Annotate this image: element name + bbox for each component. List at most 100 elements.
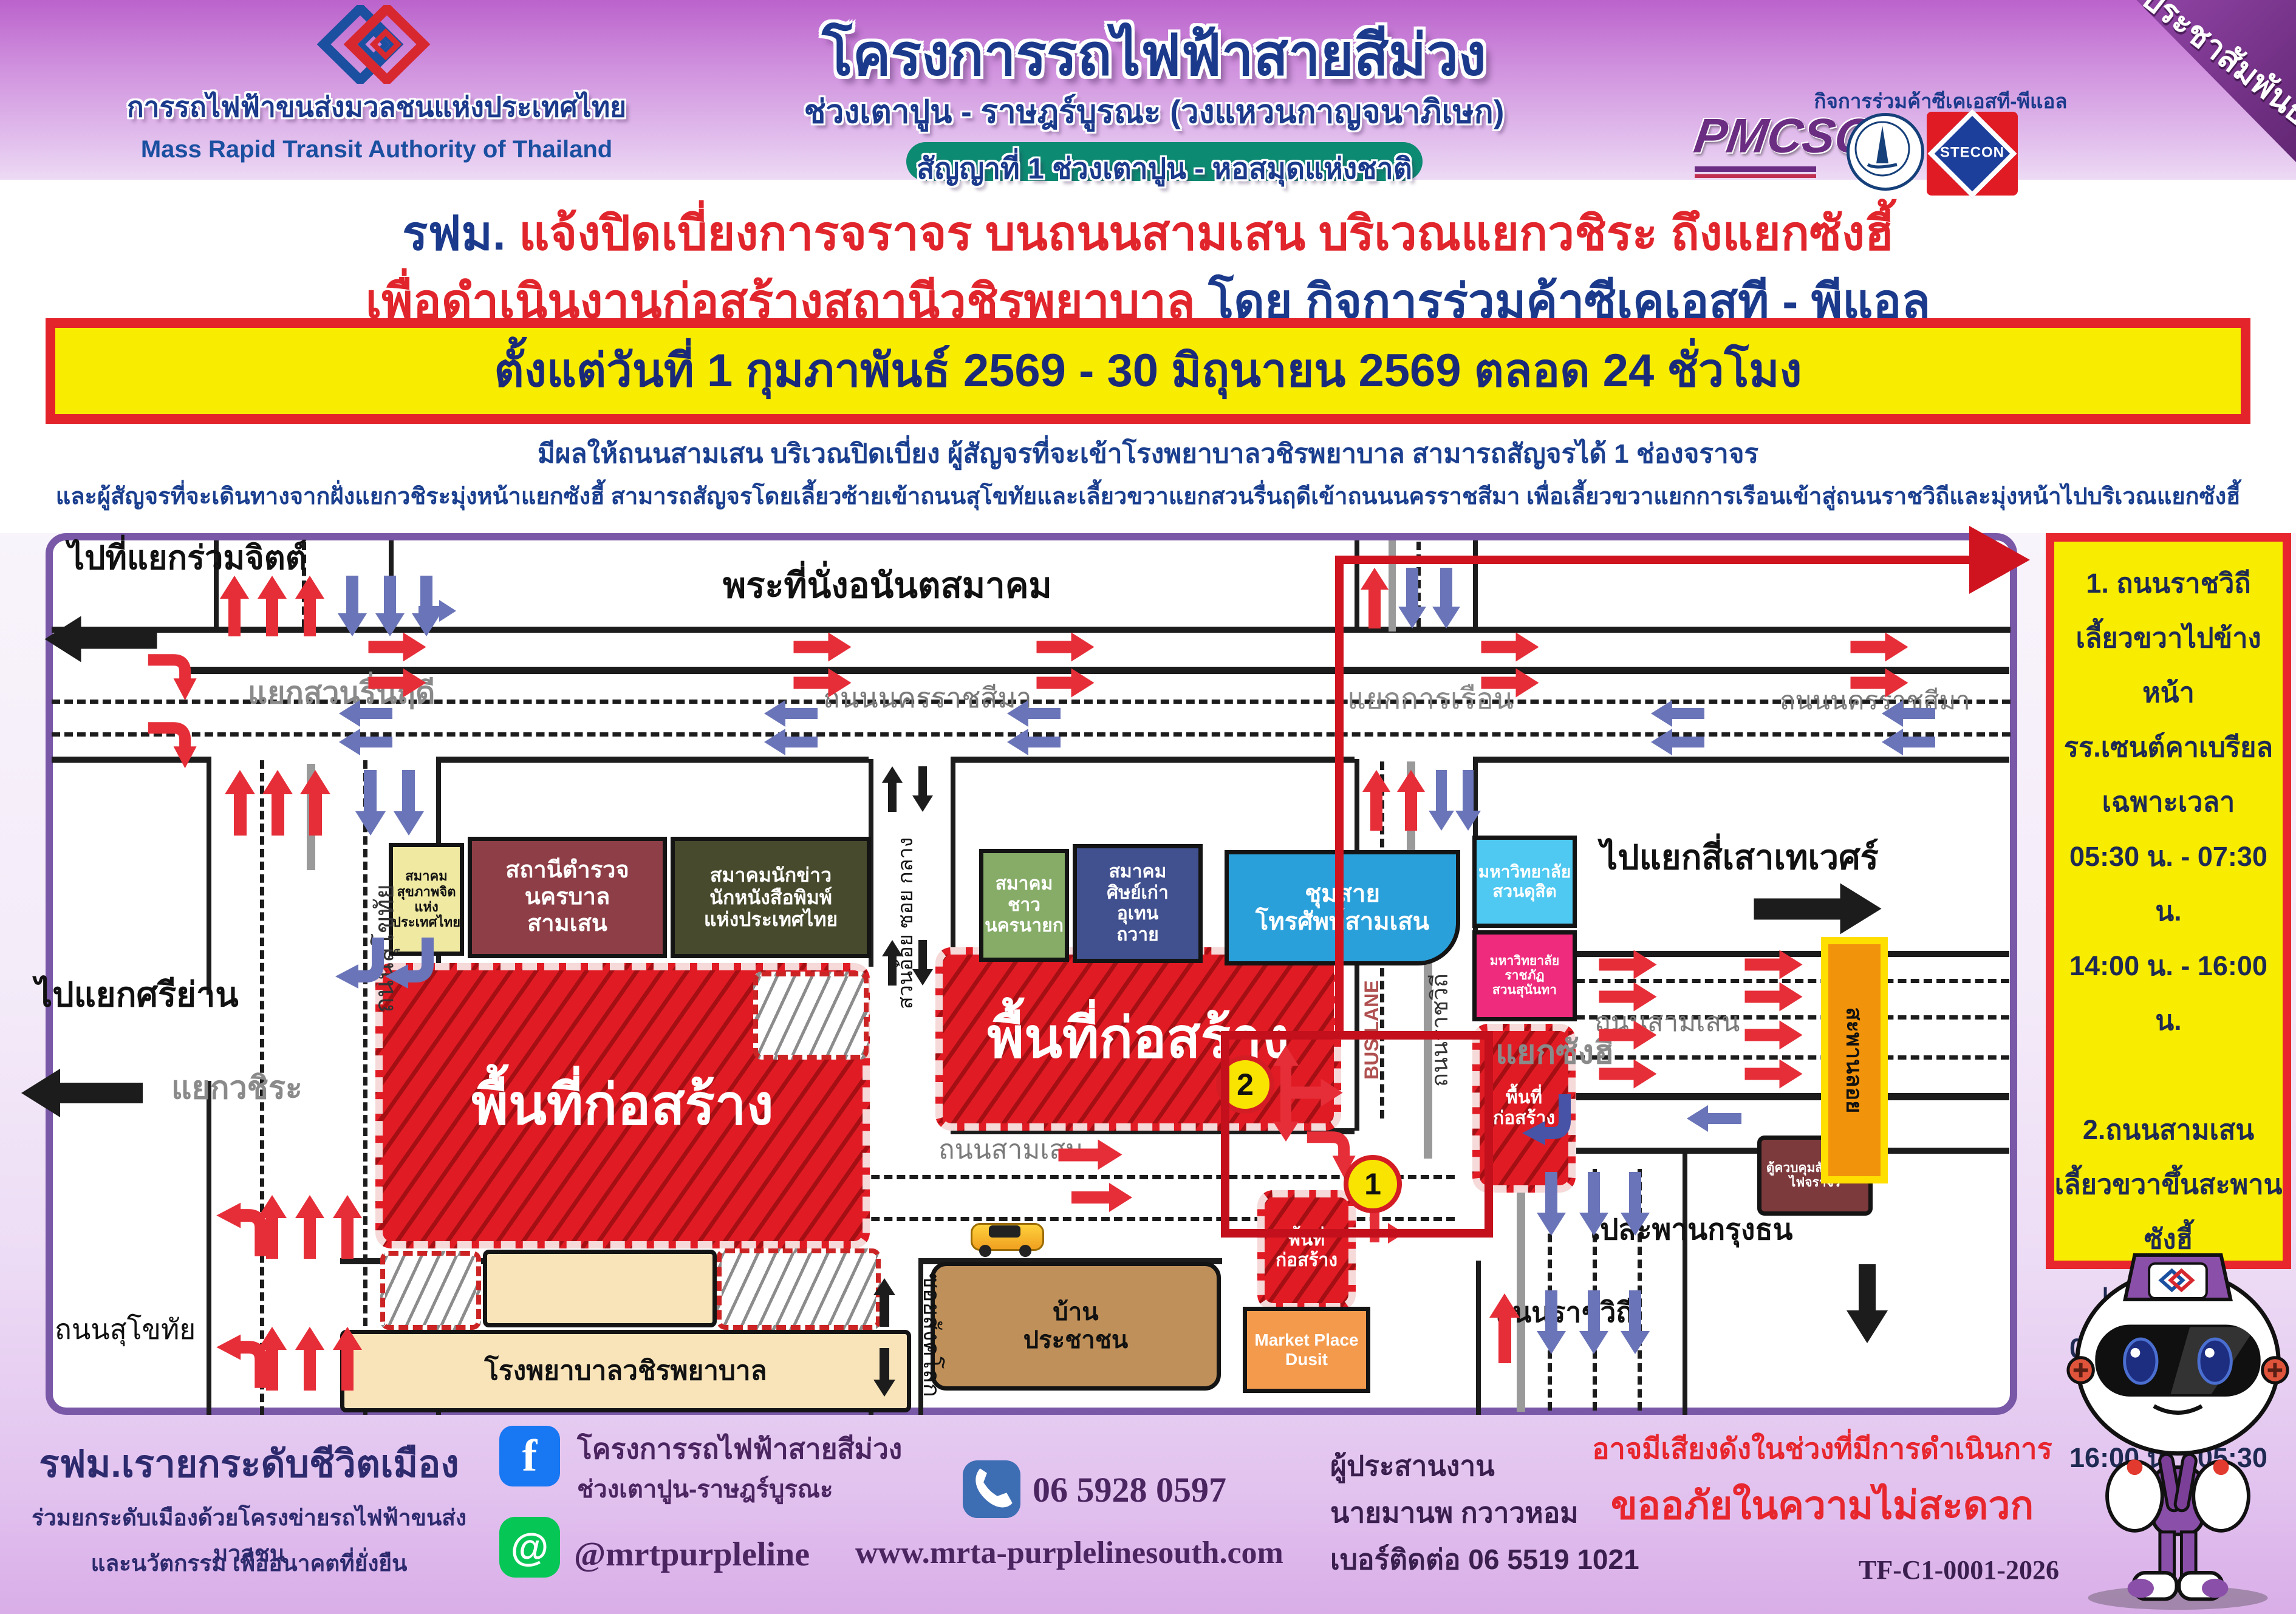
website: www.mrta-purplelinesouth.com (855, 1536, 1283, 1570)
traffic-arrow-icon (1037, 669, 1095, 698)
traffic-arrow-icon (1851, 633, 1908, 662)
coordinator-name: นายมานพ กวาวหอม (1330, 1497, 1579, 1528)
announce-line1: รฟม. แจ้งปิดเบี่ยงการจราจร บนถนนสามเสน บ… (0, 196, 2296, 271)
mascot-robot (2066, 1253, 2289, 1610)
road-line (363, 760, 367, 1415)
closed-area (380, 1251, 481, 1330)
traffic-arrow-icon (262, 770, 293, 836)
info-box: 1. ถนนราชวิถี เลี้ยวขวาไปข้างหน้า รร.เซน… (2046, 533, 2291, 1528)
to-ruamjit-label: ไปที่แยกร่วมจิตต์ (68, 540, 307, 576)
traffic-arrow-icon (1745, 1021, 1803, 1050)
traffic-arrow-icon (1397, 770, 1425, 831)
pmcsc-bar1 (1695, 166, 1816, 172)
route-line-horizontal (1335, 556, 1974, 564)
traffic-arrow-icon (1429, 770, 1454, 831)
road-line (1683, 1150, 1687, 1415)
detail-line2: และผู้สัญจรที่จะเดินทางจากฝั่งแยกวชิระมุ… (55, 484, 2241, 509)
noise-notice-1: อาจมีเสียงดังในช่วงที่มีการดำเนินการ (1592, 1432, 2052, 1465)
overpass-bar: สะพานลอย (1821, 937, 1888, 1183)
info-line: เฉพาะเวลา (2102, 786, 2235, 817)
traffic-arrow-icon (258, 1327, 287, 1391)
traffic-arrow-icon (1847, 1264, 1888, 1343)
phone-number: 06 5928 0597 (1033, 1470, 1226, 1510)
soi-sangkhalok-label: ซอยสังคโลก (918, 1273, 944, 1397)
noise-notice-2: ขออภัยในความไม่สะดวก (1610, 1483, 2034, 1527)
info-line: เลี้ยวขวาขึ้นสะพาน (2054, 1169, 2283, 1200)
period-banner: ตั้งแต่วันที่ 1 กุมภาพันธ์ 2569 - 30 มิถ… (46, 318, 2250, 424)
traffic-arrow-icon (375, 576, 405, 636)
announce-line1-lead: รฟม. (402, 206, 506, 260)
traffic-arrow-icon (355, 770, 386, 836)
samsen-police-building: สถานีตำรวจ นครบาล สามเสน (468, 837, 667, 958)
traffic-arrow-icon (794, 633, 852, 662)
traffic-arrow-icon (333, 1327, 362, 1391)
road-line (918, 1261, 923, 1415)
traffic-arrow-icon (1651, 700, 1704, 727)
overpass-label: สะพานลอย (1842, 1007, 1867, 1114)
document-number: TF-C1-0001-2026 (1859, 1555, 2059, 1585)
road-line (1517, 1169, 1525, 1412)
contract-line: สัญญาที่ 1 ช่วงเตาปูน - หอสมุดแห่งชาติ (917, 153, 1412, 185)
sukhothai-road-h-label: ถนนสุโขทัย (55, 1313, 196, 1345)
suan-dusit-univ-building: มหาวิทยาลัย สวนดุสิต (1472, 836, 1577, 928)
road-line (951, 759, 955, 967)
line-account: @mrtpurpleline (574, 1536, 810, 1573)
road-line (207, 757, 211, 995)
traffic-arrow-icon (1599, 950, 1657, 979)
traffic-arrow-icon (1882, 729, 1935, 755)
turn-arrow-icon (381, 935, 442, 996)
traffic-arrow-icon (1455, 770, 1481, 831)
traffic-arrow-icon (1621, 1172, 1650, 1236)
to-sriyan-label: ไปแยกศรีย่าน (35, 975, 239, 1013)
info-line: 14:00 น. - 16:00 น. (2069, 950, 2267, 1036)
turn-arrow-icon (213, 1195, 276, 1259)
facebook-icon: f (499, 1426, 560, 1486)
traffic-arrow-icon (882, 940, 903, 986)
traffic-arrow-icon (21, 1069, 143, 1117)
traffic-arrow-icon (258, 1195, 287, 1259)
route-arrowhead-icon (1969, 526, 2030, 594)
road-line (918, 1258, 1222, 1264)
traffic-arrow-icon (1687, 1105, 1741, 1132)
project-subtitle: ช่วงเตาปูน - ราษฎร์บูรณะ (วงแหวนกาญจนาภิ… (804, 94, 1505, 130)
traffic-arrow-icon (764, 700, 818, 727)
info-line: 2.ถนนสามเสน (2082, 1114, 2255, 1145)
traffic-arrow-icon (873, 1278, 895, 1327)
mrta-logo (316, 5, 431, 84)
traffic-arrow-icon (1579, 1290, 1608, 1354)
traffic-arrow-icon (1398, 568, 1426, 628)
road-line (1424, 947, 1432, 1159)
traffic-arrow-icon (1537, 1172, 1566, 1236)
to-sisao-thewet-label: ไปแยกสี่เสาเทเวศร์ (1601, 838, 1879, 876)
slogan-sub1: ร่วมยกระดับเมืองด้วยโครงข่ายรถไฟฟ้าขนส่ง… (32, 1505, 466, 1566)
sanghee-highlight-rect (1221, 1031, 1493, 1238)
detail-line1: มีผลให้ถนนสามเสน บริเวณปิดเบี่ยง ผู้สัญจ… (537, 439, 1759, 469)
hospital-annex-building (483, 1250, 717, 1327)
road-line (1473, 757, 2009, 763)
road-line (951, 757, 1355, 763)
slogan-sub2: และนวัตกรรม เพื่ออนาคตที่ยั่งยืน (91, 1551, 408, 1576)
traffic-arrow-icon (258, 576, 287, 636)
road-line (1638, 1169, 1642, 1411)
traffic-arrow-icon (1481, 633, 1539, 662)
traffic-arrow-icon (394, 770, 424, 836)
road-line (52, 627, 2011, 633)
traffic-arrow-icon (1579, 1172, 1608, 1236)
traffic-arrow-icon (220, 576, 249, 636)
traffic-arrow-icon (369, 669, 426, 698)
uthen-alumni-building: สมาคม ศิษย์เก่า อุเทน ถวาย (1073, 844, 1203, 963)
traffic-arrow-icon (1745, 1060, 1803, 1089)
traffic-arrow-icon (1432, 568, 1460, 628)
traffic-arrow-icon (1059, 1140, 1122, 1170)
traffic-arrow-icon (1007, 700, 1061, 727)
nakhonratchasima-1-label: ถนนนครราชสีมา (823, 682, 1032, 713)
traffic-arrow-icon (1745, 950, 1803, 979)
traffic-arrow-icon (1621, 1290, 1650, 1354)
info-line: เลี้ยวขวาไปข้างหน้า (2076, 622, 2261, 708)
traffic-arrow-icon (1361, 568, 1389, 628)
ck-logo (1847, 113, 1924, 191)
turn-arrow-icon (146, 646, 203, 704)
traffic-arrow-icon (912, 940, 933, 986)
traffic-arrow-icon (1537, 1290, 1566, 1354)
road-line (1476, 1261, 1481, 1415)
